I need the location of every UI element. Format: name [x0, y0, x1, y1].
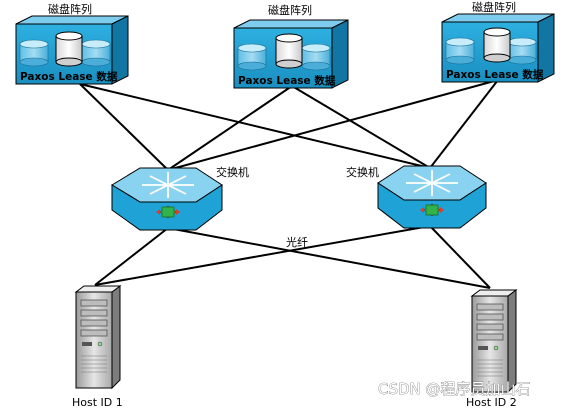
storage-array-top — [233, 19, 349, 29]
link-storage1-switch1 — [79, 83, 169, 171]
switch-arrows-icon — [406, 170, 458, 196]
links — [79, 79, 499, 289]
link-storage2-switch1 — [167, 85, 293, 171]
storage-array-3: 磁盘阵列 Paxos Lease 数据 — [441, 0, 555, 83]
vent-grille — [81, 355, 107, 373]
storage-array-1: 磁盘阵列 Paxos Lease 数据 — [15, 2, 129, 85]
small-disk-icon — [237, 43, 267, 71]
vent-grille — [477, 359, 503, 377]
csdn-watermark: CSDN @程序员加山石 — [378, 380, 531, 398]
port-chip-icon — [156, 205, 180, 219]
link-storage3-switch2 — [429, 79, 499, 169]
host-top — [74, 285, 122, 293]
database-icon — [275, 33, 303, 69]
power-led-icon — [82, 341, 103, 347]
fiber-switch1-host2 — [167, 227, 491, 289]
switch-label: 交换机 — [216, 165, 249, 179]
storage-array-caption: Paxos Lease 数据 — [446, 68, 544, 81]
host-1: Host ID 1 — [72, 285, 123, 409]
host-side — [111, 285, 121, 390]
host-label: Host ID 1 — [72, 396, 123, 409]
link-storage1-switch2 — [79, 83, 431, 169]
database-icon — [483, 27, 511, 63]
small-disk-icon — [81, 39, 111, 67]
power-led-icon — [478, 345, 499, 351]
storage-array-title: 磁盘阵列 — [268, 3, 312, 17]
drive-bays — [476, 303, 504, 341]
drive-bays — [80, 299, 108, 337]
storage-array-caption: Paxos Lease 数据 — [20, 70, 118, 83]
fiber-switch1-host1 — [94, 227, 169, 286]
switch-arrows-icon — [142, 172, 194, 198]
switch-1: 交换机 — [111, 165, 249, 231]
link-storage3-switch1 — [167, 79, 499, 171]
host-2: Host ID 2 — [466, 289, 518, 409]
storage-array-top — [15, 15, 129, 25]
storage-array-title: 磁盘阵列 — [48, 2, 92, 16]
host-top — [470, 289, 518, 297]
fiber-switch2-host2 — [429, 225, 491, 289]
fiber-switch2-host1 — [94, 225, 431, 286]
switch-2: 交换机 — [346, 165, 487, 229]
small-disk-icon — [19, 39, 49, 67]
database-icon — [55, 31, 83, 67]
port-chip-icon — [420, 203, 444, 217]
storage-array-top — [441, 13, 555, 23]
small-disk-icon — [445, 37, 475, 65]
storage-array-title: 磁盘阵列 — [472, 0, 516, 14]
link-storage2-switch2 — [291, 85, 431, 169]
small-disk-icon — [301, 43, 331, 71]
switch-label: 交换机 — [346, 165, 379, 179]
storage-array-caption: Paxos Lease 数据 — [238, 74, 336, 87]
storage-array-2: 磁盘阵列 Paxos Lease 数据 — [233, 3, 349, 89]
small-disk-icon — [507, 37, 537, 65]
fiber-label: 光纤 — [286, 235, 308, 249]
host-body — [471, 295, 509, 393]
host-body — [75, 291, 113, 389]
host-label: Host ID 2 — [466, 396, 517, 409]
host-side — [507, 289, 517, 394]
